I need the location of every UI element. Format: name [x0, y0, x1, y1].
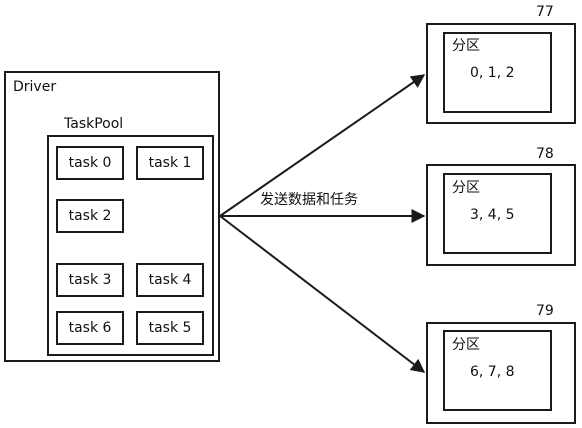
arrow-to-node-79	[219, 215, 426, 373]
node-77-partitions: 0, 1, 2	[470, 65, 515, 81]
node-79-partitions: 6, 7, 8	[470, 364, 515, 380]
task-6: task 6	[56, 311, 124, 345]
node-77-partition-box	[443, 32, 552, 113]
node-78-id: 78	[536, 146, 554, 162]
node-77-id: 77	[536, 4, 554, 20]
taskpool-label: TaskPool	[64, 116, 124, 132]
node-78-partition-box	[443, 173, 552, 254]
node-77-partition-label: 分区	[452, 38, 480, 54]
task-2: task 2	[56, 199, 124, 233]
node-79-partition-box	[443, 330, 552, 411]
task-0: task 0	[56, 146, 124, 180]
task-1: task 1	[136, 146, 204, 180]
node-79-partition-label: 分区	[452, 337, 480, 353]
driver-label: Driver	[13, 79, 57, 95]
task-5: task 5	[136, 311, 204, 345]
arrow-to-node-77	[219, 74, 426, 217]
edge-label: 发送数据和任务	[260, 192, 358, 208]
node-78-partitions: 3, 4, 5	[470, 207, 515, 223]
task-3: task 3	[56, 263, 124, 297]
node-79-id: 79	[536, 303, 554, 319]
task-4: task 4	[136, 263, 204, 297]
node-78-partition-label: 分区	[452, 180, 480, 196]
